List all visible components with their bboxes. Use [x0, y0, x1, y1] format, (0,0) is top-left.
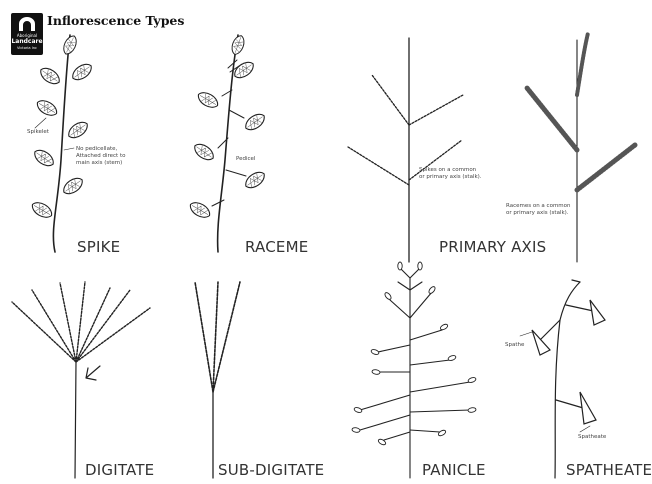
primary-axis-racemes-illustration: [527, 33, 635, 262]
spatheate-illustration: [520, 280, 605, 478]
spatheate-small-label: Spatheate: [578, 434, 606, 441]
spike-note-line-3: main axis (stem): [76, 160, 122, 167]
spathe-label: Spathe: [505, 342, 524, 349]
caption-primary-axis: PRIMARY AXIS: [439, 238, 546, 256]
spike-note-line-1: No pedicellate,: [76, 146, 117, 153]
spikelet-label: Spikelet: [27, 129, 49, 136]
raceme-illustration: [187, 34, 267, 252]
caption-spatheate: SPATHEATE: [566, 461, 652, 479]
spike-note-line-2: Attached direct to: [76, 153, 125, 160]
sub-digitate-illustration: [195, 282, 240, 478]
caption-spike: SPIKE: [77, 238, 120, 256]
spike-illustration: [29, 34, 94, 252]
caption-panicle: PANICLE: [422, 461, 486, 479]
primary-axis-note-line-1: Spikes on a common: [419, 167, 476, 174]
caption-raceme: RACEME: [245, 238, 308, 256]
digitate-illustration: [12, 282, 150, 478]
raceme-axis-note-line-2: or primary axis (stalk).: [506, 210, 569, 217]
pedicel-label: Pedicel: [236, 156, 255, 163]
panicle-illustration: [352, 262, 477, 478]
caption-sub-digitate: SUB-DIGITATE: [218, 461, 324, 479]
primary-axis-spikes-illustration: [348, 38, 463, 262]
primary-axis-note-line-2: or primary axis (stalk).: [419, 174, 482, 181]
caption-digitate: DIGITATE: [85, 461, 154, 479]
raceme-axis-note-line-1: Racemes on a common: [506, 203, 571, 210]
